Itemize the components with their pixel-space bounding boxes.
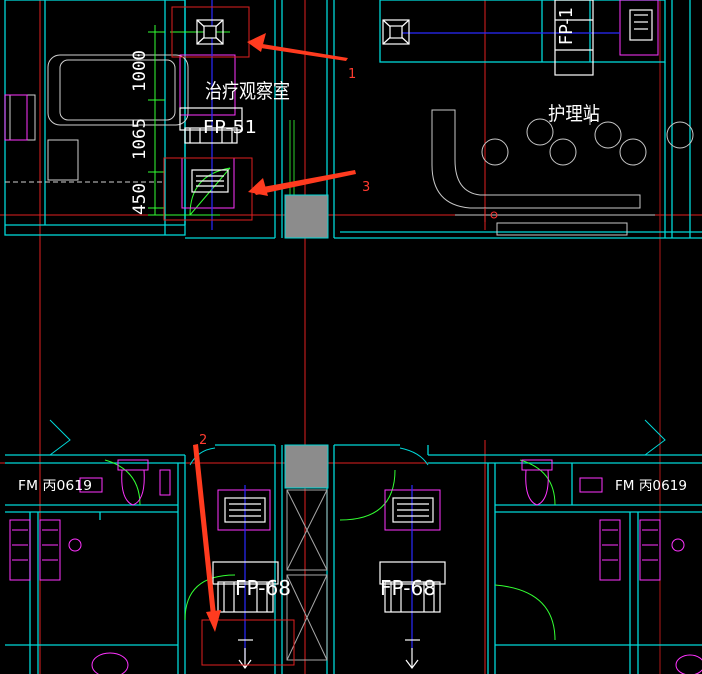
- fp-label-bottom-right: FP-68: [380, 576, 436, 600]
- nurse-station-counter: [431, 105, 694, 236]
- column-top: [284, 194, 329, 239]
- furniture: [4, 0, 702, 674]
- columns: [284, 194, 329, 489]
- room-label-treatment: 治疗观察室: [205, 79, 290, 103]
- equipment: [179, 0, 653, 669]
- dimension-1000: 1000: [130, 50, 150, 92]
- dimension-lines: [148, 25, 230, 216]
- interior-lines: [5, 54, 295, 195]
- annotation-arrows: [193, 33, 356, 632]
- dimension-450: 450: [130, 183, 150, 215]
- dimension-1065: 1065: [130, 118, 150, 160]
- fp-label-bottom-left: FP-68: [235, 576, 291, 600]
- annotation-label-3: 3: [362, 180, 370, 195]
- walls: [4, 0, 702, 674]
- annotation-arrow-3: [248, 170, 356, 196]
- door-tag-right: FM 丙0619: [615, 479, 687, 494]
- fp-label-top-left: FP-51: [203, 117, 257, 138]
- shaft: [286, 489, 328, 661]
- annotation-label-1: 1: [348, 67, 356, 82]
- annotation-label-2: 2: [199, 433, 207, 448]
- fp-label-top-right: FP-1: [556, 7, 577, 45]
- column-bottom: [284, 444, 329, 489]
- door-tag-left: FM 丙0619: [18, 479, 92, 494]
- annotation-arrow-1: [247, 33, 348, 61]
- door-leaves: [49, 419, 666, 466]
- room-label-nurse-station: 护理站: [548, 103, 600, 125]
- annotation-arrow-2: [193, 444, 221, 632]
